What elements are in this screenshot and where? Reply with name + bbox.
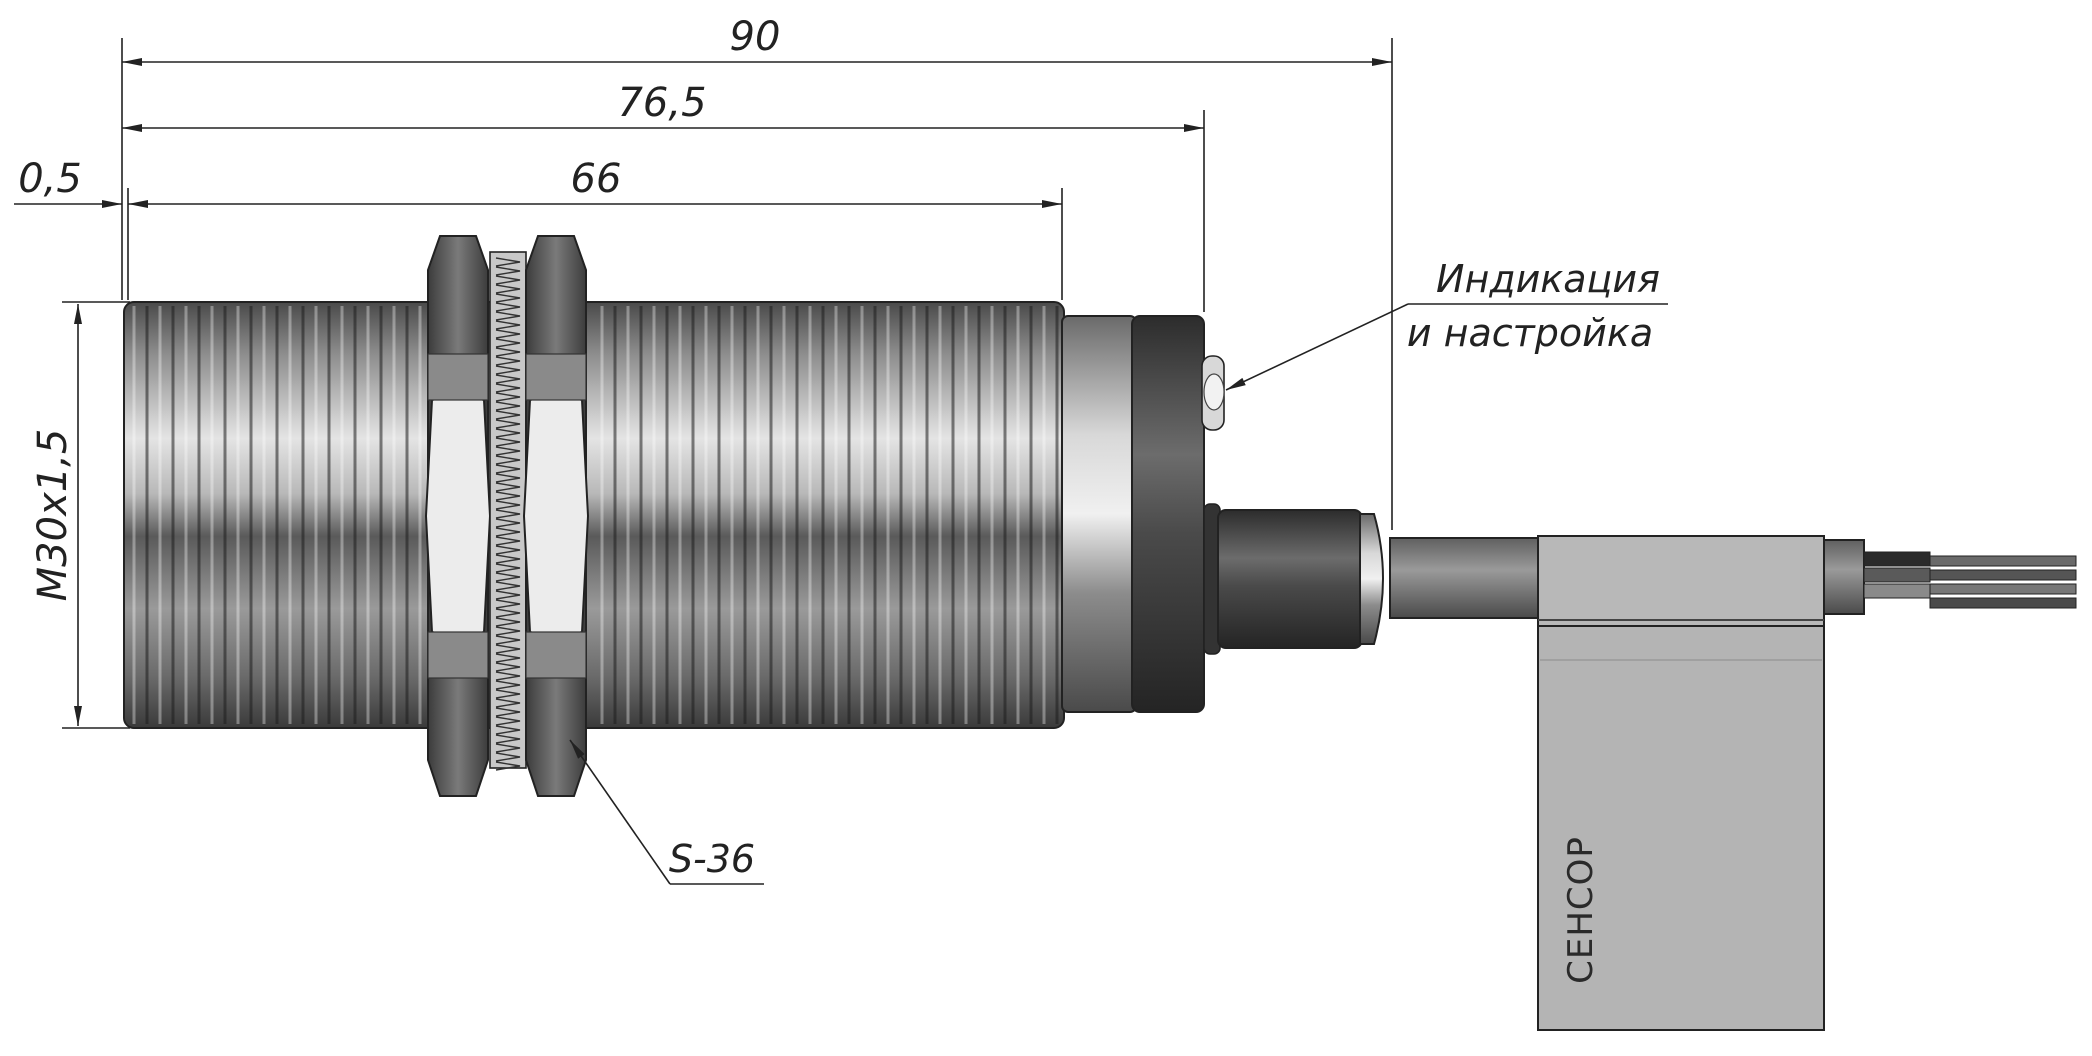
washer-tooth: [495, 284, 521, 294]
rear-collar: [1131, 315, 1205, 713]
washer-tooth: [495, 365, 521, 375]
washer-tooth: [495, 536, 521, 546]
callout-nut-size: S-36: [569, 739, 764, 885]
washer-tooth: [495, 464, 521, 474]
washer-tooth: [495, 527, 521, 537]
washer-tooth: [495, 401, 521, 411]
washer-tooth: [495, 734, 521, 744]
washer-tooth: [495, 302, 521, 312]
washer-tooth: [495, 581, 521, 591]
washer-serrated: [489, 251, 527, 771]
callout-indication-line2: и настройка: [1407, 311, 1653, 355]
washer-tooth: [495, 599, 521, 609]
washer-tooth: [495, 329, 521, 339]
washer-tooth: [495, 275, 521, 285]
washer-tooth: [495, 473, 521, 483]
washer-tooth: [495, 644, 521, 654]
washer-tooth: [495, 707, 521, 717]
washer-tooth: [495, 419, 521, 429]
washer-tooth: [495, 392, 521, 402]
washer-tooth: [495, 617, 521, 627]
hex-nut-left: [424, 235, 492, 797]
washer-tooth: [495, 257, 521, 267]
washer-tooth: [495, 563, 521, 573]
washer-tooth: [495, 293, 521, 303]
dimension-0-5: 0,5: [14, 156, 122, 208]
washer-tooth: [495, 491, 521, 501]
washer-tooth: [495, 338, 521, 348]
washer-tooth: [495, 572, 521, 582]
dim-thread-label: M30x1,5: [30, 429, 76, 602]
dim-66-label: 66: [571, 156, 622, 202]
dim-76-5-label: 76,5: [617, 80, 706, 126]
dimension-thread: M30x1,5: [30, 304, 82, 726]
washer-tooth: [495, 752, 521, 762]
washer-tooth: [495, 761, 521, 771]
washer-tooth: [495, 410, 521, 420]
dimension-76-5: 76,5: [122, 80, 1204, 132]
washer-tooth: [495, 671, 521, 681]
washer-tooth: [495, 554, 521, 564]
washer-tooth: [495, 689, 521, 699]
brand-label: СЕНСОР: [1561, 836, 1601, 984]
washer-tooth: [495, 590, 521, 600]
dimension-90: 90: [122, 14, 1392, 66]
cable-wires: [1863, 551, 2077, 609]
front-ring: [1061, 315, 1137, 713]
callout-indication: Индикация и настройка: [1225, 257, 1668, 391]
washer-tooth: [495, 347, 521, 357]
washer-tooth: [495, 743, 521, 753]
washer-tooth: [495, 446, 521, 456]
dim-0-5-label: 0,5: [18, 156, 82, 202]
dim-90-label: 90: [730, 14, 781, 60]
washer-tooth: [495, 356, 521, 366]
washer-tooth: [495, 725, 521, 735]
dimension-66: 66: [128, 156, 1062, 208]
indicator-led: [1201, 355, 1225, 431]
cable-gland: [1203, 503, 1384, 655]
washer-tooth: [495, 545, 521, 555]
washer-tooth: [495, 383, 521, 393]
washer-tooth: [495, 662, 521, 672]
washer-tooth: [495, 680, 521, 690]
washer-tooth: [495, 608, 521, 618]
threaded-barrel: [123, 301, 1065, 729]
washer-tooth: [495, 716, 521, 726]
callout-indication-line1: Индикация: [1436, 257, 1660, 301]
washer-teeth: [495, 257, 521, 771]
washer-tooth: [495, 374, 521, 384]
thread-ridges: [132, 306, 1059, 724]
washer-tooth: [495, 311, 521, 321]
washer-tooth: [495, 500, 521, 510]
hex-nut-right: [522, 235, 590, 797]
washer-tooth: [495, 698, 521, 708]
washer-tooth: [495, 320, 521, 330]
washer-tooth: [495, 626, 521, 636]
label-tag: СЕНСОР: [1537, 535, 1825, 1031]
washer-tooth: [495, 428, 521, 438]
washer-tooth: [495, 455, 521, 465]
washer-tooth: [495, 518, 521, 528]
washer-tooth: [495, 635, 521, 645]
washer-tooth: [495, 653, 521, 663]
washer-tooth: [495, 437, 521, 447]
washer-tooth: [495, 482, 521, 492]
washer-tooth: [495, 509, 521, 519]
washer-tooth: [495, 266, 521, 276]
callout-nut-size-label: S-36: [669, 837, 755, 881]
